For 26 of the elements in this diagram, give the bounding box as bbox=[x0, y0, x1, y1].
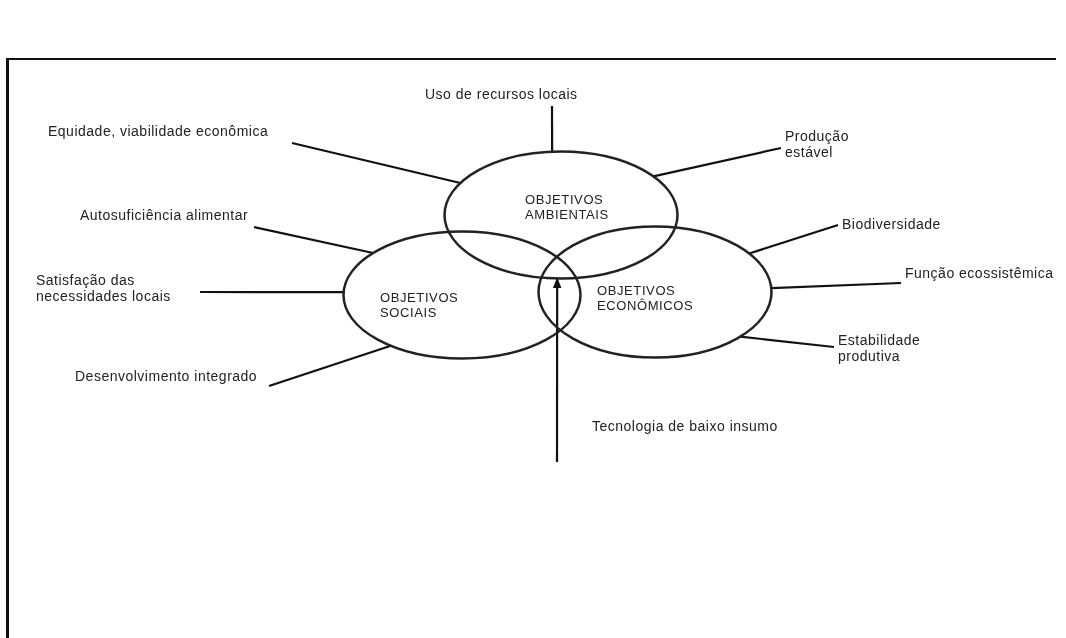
circle-title: OBJETIVOS SOCIAIS bbox=[380, 290, 460, 320]
callout-text: Função ecossistêmica bbox=[905, 265, 1065, 281]
objective-circle bbox=[342, 230, 582, 360]
leader-line bbox=[550, 106, 554, 152]
circle-title: OBJETIVOS ECONÔMICOS bbox=[597, 283, 695, 313]
edge-label: Tecnologia de baixo insumo bbox=[592, 418, 778, 434]
objective-circle bbox=[443, 150, 679, 280]
leader-line bbox=[253, 225, 374, 255]
objective-circle bbox=[537, 225, 773, 359]
callout-text: Desenvolvimento integrado bbox=[75, 368, 265, 384]
callout-text: Biodiversidade bbox=[842, 216, 1012, 232]
arrow bbox=[552, 277, 562, 462]
circle-title: OBJETIVOS AMBIENTAIS bbox=[525, 192, 610, 222]
callout-text: Satisfação das necessidades locais bbox=[36, 272, 196, 304]
leader-line bbox=[748, 223, 839, 255]
leader-line bbox=[653, 146, 782, 178]
leader-line bbox=[268, 344, 392, 388]
callout-text: Equidade, viabilidade econômica bbox=[48, 123, 288, 139]
callout-text: Produção estável bbox=[785, 128, 895, 160]
leader-line bbox=[200, 290, 344, 294]
leader-line bbox=[771, 281, 902, 290]
callout-text: Autosuficiência alimentar bbox=[80, 207, 250, 223]
callout-text: Uso de recursos locais bbox=[425, 86, 665, 102]
leader-line bbox=[740, 335, 835, 349]
callout-text: Estabilidade produtiva bbox=[838, 332, 978, 364]
leader-line bbox=[291, 141, 461, 185]
